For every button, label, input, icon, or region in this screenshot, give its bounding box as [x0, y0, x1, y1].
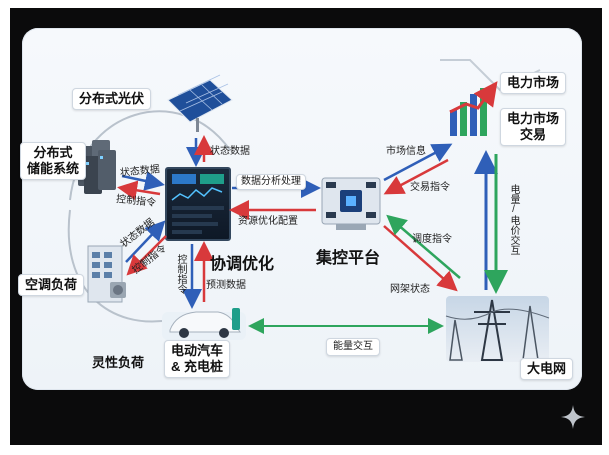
sparkle-icon: [561, 405, 585, 429]
node-power-market: 电力市场: [500, 72, 567, 94]
node-ac-load: 空调负荷: [18, 274, 85, 296]
link-grid-status: 网架状态: [390, 284, 430, 295]
link-control-instruction: 控制指令: [175, 254, 186, 294]
ev-car-icon: [162, 308, 246, 340]
node-distributed-storage: 分布式 储能系统: [20, 142, 87, 180]
link-market-info: 市场信息: [386, 146, 426, 157]
link-dispatch-instruction: 调度指令: [412, 234, 452, 245]
server-chip-icon: [321, 177, 381, 230]
link-forecast-data: 预测数据: [206, 280, 246, 291]
link-status-data: 状态数据: [210, 146, 250, 157]
link-data-processing: 数据分析处理: [236, 174, 306, 190]
solar-panel-icon: [167, 74, 233, 132]
link-power-price-exchange: 电量/电价交互: [508, 184, 519, 255]
market-chart-icon: [449, 81, 498, 136]
node-flexible-load: 灵性负荷: [92, 355, 145, 370]
transmission-tower-icon: [445, 296, 550, 362]
dashboard-screen-icon: [165, 167, 231, 241]
link-resource-optimization: 资源优化配置: [238, 216, 298, 227]
node-central-platform: 集控平台: [316, 250, 381, 267]
node-distributed-pv: 分布式光伏: [72, 88, 152, 110]
node-coordination: 协调优化: [210, 256, 275, 273]
link-trade-instruction: 交易指令: [410, 182, 450, 193]
link-energy-exchange: 能量交互: [326, 338, 380, 356]
node-power-market-trading: 电力市场 交易: [500, 108, 567, 146]
building-ac-icon: [87, 245, 126, 303]
node-ev-charging: 电动汽车 & 充电桩: [164, 340, 231, 378]
node-grid: 大电网: [520, 358, 574, 380]
